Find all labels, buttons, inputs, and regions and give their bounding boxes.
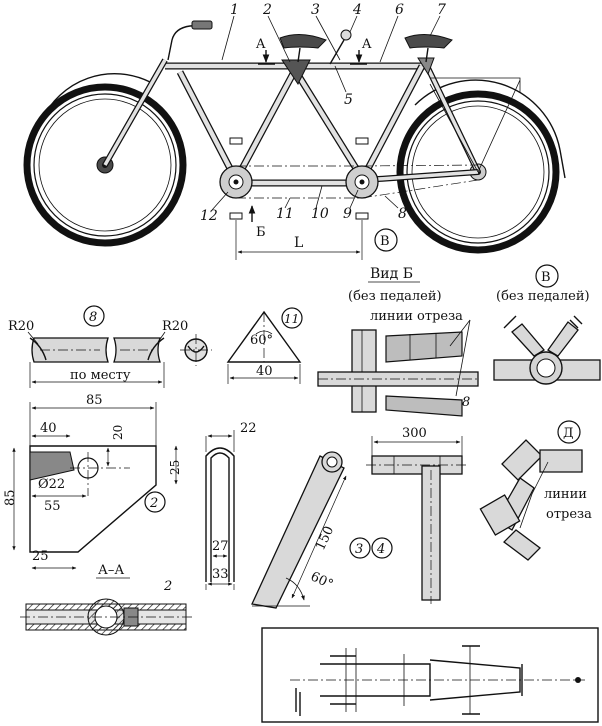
callout-5: 5 bbox=[344, 92, 353, 108]
clip-top-width: 22 bbox=[240, 421, 257, 436]
view-v-drawing: В (без педалей) bbox=[493, 264, 601, 385]
clip-inner-width: 27 bbox=[212, 539, 229, 554]
rear-saddle bbox=[404, 34, 453, 49]
clip-outer-width: 33 bbox=[212, 567, 229, 582]
part-4-label: 4 bbox=[376, 542, 385, 557]
section-aa-part: 2 bbox=[163, 579, 172, 594]
callout-11: 11 bbox=[276, 206, 294, 222]
tee-length: 300 bbox=[402, 426, 427, 441]
callout-3: 3 bbox=[311, 2, 320, 18]
view-v-mark: В bbox=[380, 234, 390, 249]
view-v-subtitle: (без педалей) bbox=[496, 289, 590, 304]
part-8-label: 8 bbox=[89, 310, 97, 325]
part-3-4-length: 150 bbox=[313, 524, 337, 553]
part-11-side: 40 bbox=[256, 364, 273, 379]
frame bbox=[102, 20, 521, 187]
part-2-height: 85 bbox=[3, 489, 18, 506]
view-b-cut-lines: линии отреза bbox=[370, 309, 463, 324]
view-v-label: В bbox=[541, 270, 551, 285]
bicycle-side-view: A A Б L В 1 2 3 4 6 7 5 12 bbox=[23, 2, 566, 260]
part-11-angle: 60° bbox=[250, 333, 273, 348]
callout-6: 6 bbox=[395, 2, 404, 18]
section-a-left: A bbox=[255, 37, 266, 52]
view-b-mark: Б bbox=[256, 225, 266, 240]
callout-12: 12 bbox=[200, 208, 218, 224]
rear-wheel bbox=[396, 90, 560, 254]
part-8-length: по месту bbox=[70, 368, 131, 383]
view-b-subtitle: (без педалей) bbox=[348, 289, 442, 304]
section-a-right: A bbox=[361, 37, 372, 52]
view-d-label: Д bbox=[563, 426, 574, 441]
callout-10: 10 bbox=[311, 206, 329, 222]
part-11-drawing: 60° 11 40 bbox=[226, 307, 303, 384]
part-2-offset: 40 bbox=[40, 421, 57, 436]
rear-chainring bbox=[345, 165, 379, 199]
part-3-4-drawing: 150 60° 3 4 bbox=[251, 451, 393, 609]
view-d-drawing: Д линии отреза bbox=[479, 420, 592, 561]
callout-2: 2 bbox=[262, 2, 272, 18]
part-2-bottom-width: 25 bbox=[32, 549, 49, 564]
part-11-label: 11 bbox=[284, 312, 299, 326]
part-8-drawing: 8 R20 R20 по месту bbox=[8, 305, 212, 388]
callout-7: 7 bbox=[437, 2, 446, 18]
view-d-cut-lines-2: отреза bbox=[546, 507, 592, 522]
view-b-drawing: Вид Б (без педалей) линии отреза 8 bbox=[317, 266, 479, 417]
part-2-right-height: 25 bbox=[168, 460, 182, 475]
part-2-width: 85 bbox=[86, 393, 103, 408]
part-3-label: 3 bbox=[355, 542, 363, 557]
front-saddle bbox=[279, 34, 327, 49]
callout-8: 8 bbox=[398, 206, 407, 222]
dimension-l: L bbox=[294, 235, 303, 251]
part-2-drawing: 85 40 20 25 Ø22 55 85 25 2 bbox=[3, 393, 182, 570]
part-8-radius-right: R20 bbox=[162, 319, 188, 334]
front-chainring bbox=[219, 165, 253, 199]
part-3-4-angle: 60° bbox=[308, 569, 335, 592]
view-b-title: Вид Б bbox=[370, 266, 413, 282]
callout-4: 4 bbox=[352, 2, 362, 18]
part-2-hole-y: 20 bbox=[111, 425, 125, 440]
part-2-hole-dia: Ø22 bbox=[38, 477, 65, 492]
layout-schematic bbox=[261, 627, 599, 723]
part-2-label: 2 bbox=[149, 496, 158, 511]
callout-9: 9 bbox=[343, 206, 352, 222]
view-d-cut-lines-1: линии bbox=[544, 487, 587, 502]
front-wheel bbox=[23, 83, 187, 247]
callout-1: 1 bbox=[230, 2, 239, 18]
section-aa-title: А–А bbox=[98, 563, 124, 578]
section-aa-drawing: А–А 2 bbox=[20, 563, 192, 636]
view-b-part-8: 8 bbox=[462, 395, 470, 410]
tee-drawing: 300 bbox=[366, 426, 468, 604]
clip-drawing: 22 27 33 bbox=[205, 421, 257, 590]
part-8-radius-left: R20 bbox=[8, 319, 34, 334]
part-2-hole-x: 55 bbox=[44, 499, 61, 514]
